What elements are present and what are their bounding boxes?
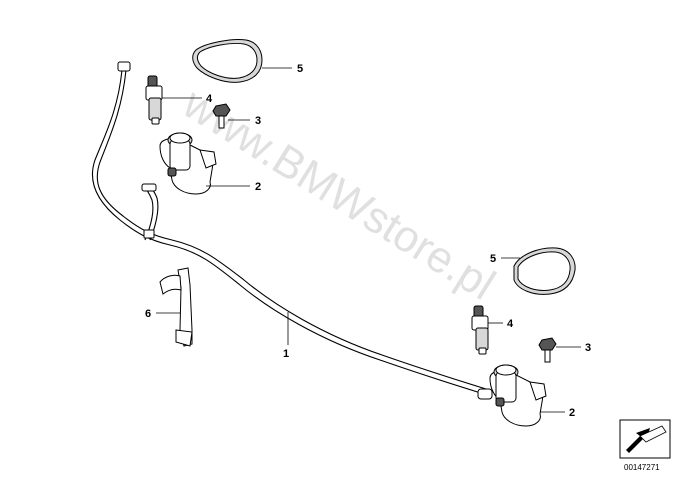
callout-labels: 5 4 3 2 6 1 5 4 3 2 — [145, 63, 591, 419]
hose-holder-bracket[interactable] — [159, 267, 193, 347]
callout-part-4-bottom[interactable]: 4 — [507, 318, 514, 330]
cover-cap-top[interactable] — [192, 39, 263, 83]
spray-nozzle-top[interactable] — [145, 75, 163, 125]
callout-part-3-bottom[interactable]: 3 — [585, 342, 591, 354]
callout-part-3-top[interactable]: 3 — [255, 115, 261, 127]
callout-part-1[interactable]: 1 — [283, 348, 289, 360]
diagram-reference-box: 00147271 — [619, 419, 671, 472]
callout-part-4-top[interactable]: 4 — [206, 93, 213, 105]
screw-bottom[interactable] — [538, 337, 557, 363]
orientation-arrow-icon — [626, 425, 667, 453]
spray-nozzle-bottom[interactable] — [471, 305, 489, 355]
diagram-id-label: 00147271 — [624, 463, 660, 472]
washer-hose-part[interactable] — [91, 61, 493, 400]
screw-top[interactable] — [212, 103, 231, 129]
callout-part-5-bottom[interactable]: 5 — [490, 253, 496, 265]
callout-part-2-bottom[interactable]: 2 — [569, 407, 575, 419]
nozzle-cylinder-bottom[interactable] — [489, 364, 547, 427]
leader-lines — [156, 67, 581, 413]
callout-part-2-top[interactable]: 2 — [255, 181, 261, 193]
callout-part-5-top[interactable]: 5 — [297, 63, 303, 75]
nozzle-cylinder-top[interactable] — [159, 132, 217, 195]
callout-part-6[interactable]: 6 — [145, 308, 151, 320]
cover-cap-bottom[interactable] — [513, 247, 576, 295]
